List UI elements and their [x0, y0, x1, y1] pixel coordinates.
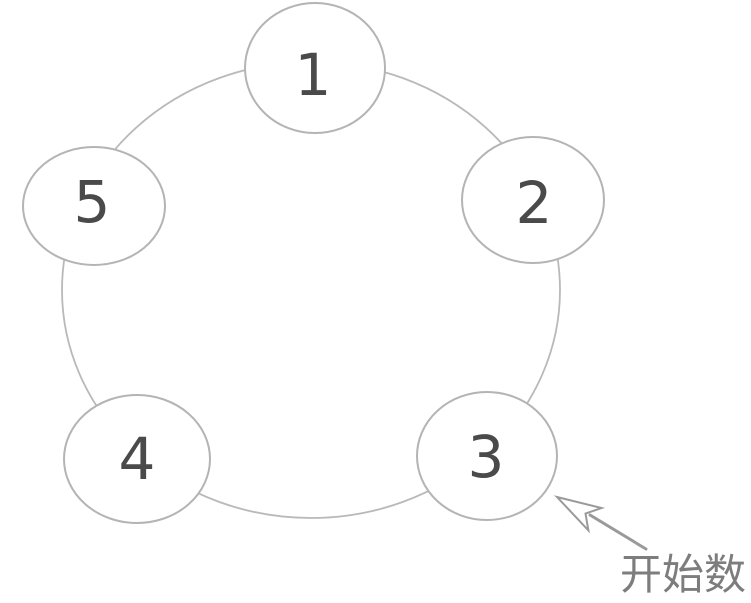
node-5: 5 — [22, 146, 166, 266]
node-3-label: 3 — [468, 423, 505, 491]
node-2: 2 — [461, 136, 605, 264]
node-3-circle — [416, 391, 558, 521]
node-5-circle — [22, 146, 166, 266]
node-4-label: 4 — [119, 425, 156, 493]
node-1-circle — [244, 2, 386, 134]
node-1: 1 — [244, 2, 386, 134]
node-2-label: 2 — [516, 169, 553, 237]
arrow-head-icon — [553, 495, 606, 534]
start-pointer — [553, 495, 648, 551]
node-4: 4 — [63, 394, 211, 524]
arrow-shaft — [588, 513, 648, 551]
node-3: 3 — [416, 391, 558, 521]
node-1-label: 1 — [295, 41, 332, 109]
start-label: 开始数 — [620, 550, 746, 599]
node-5-label: 5 — [74, 168, 111, 236]
node-4-circle — [63, 394, 211, 524]
node-2-circle — [461, 136, 605, 264]
